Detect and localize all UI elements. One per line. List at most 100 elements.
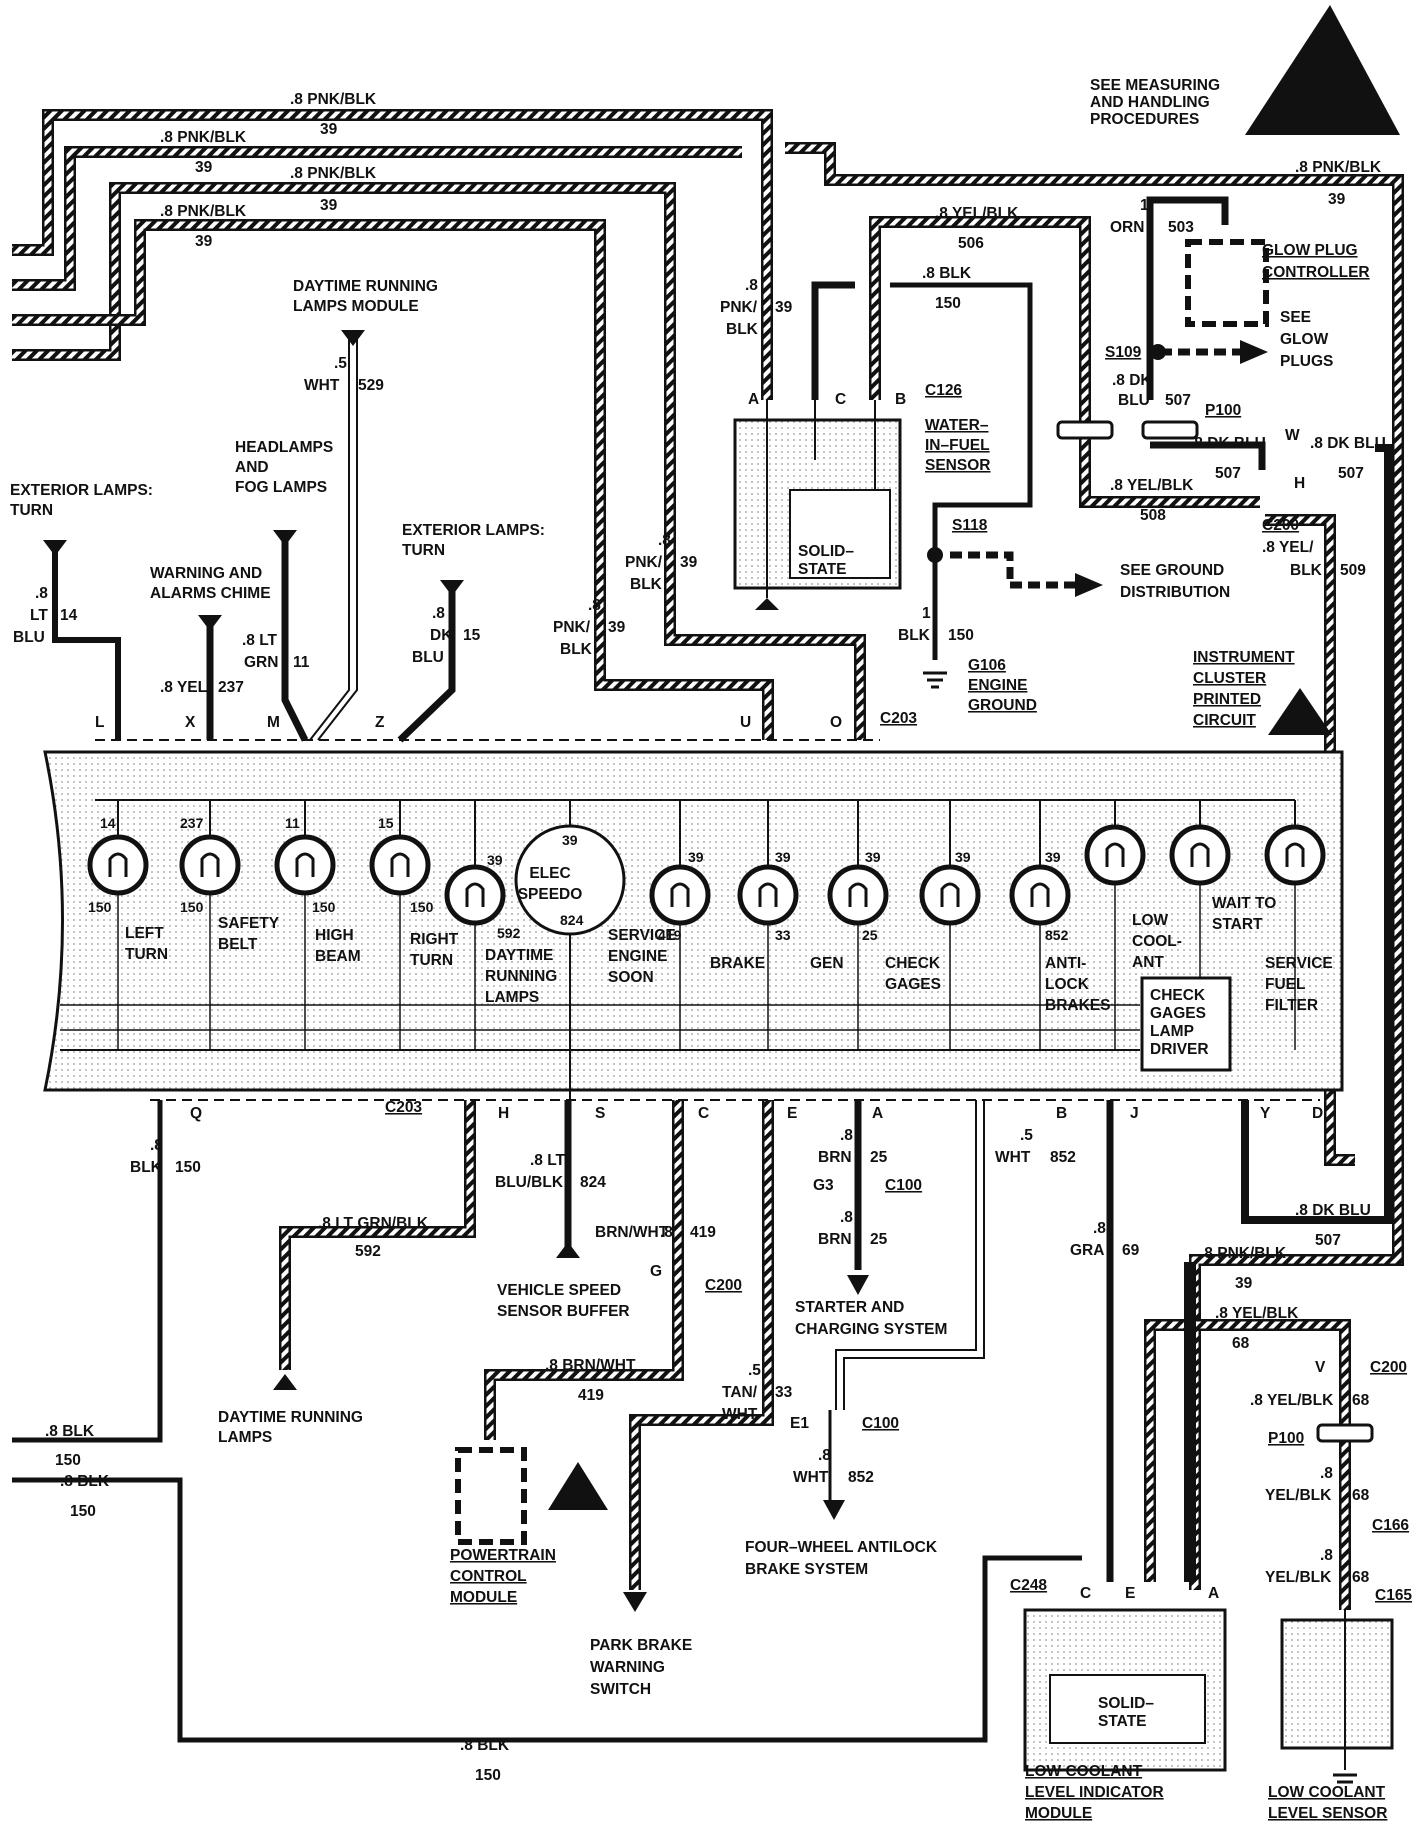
circuit-label: 507 bbox=[1215, 465, 1241, 482]
ipc-label: PRINTED bbox=[1193, 691, 1261, 708]
wire-label: BRN bbox=[818, 1149, 852, 1166]
wire-label: .8 bbox=[150, 1137, 163, 1154]
cluster-item-label: ANT bbox=[1132, 954, 1164, 971]
wire-label: .8 BLK bbox=[922, 265, 972, 282]
circuit-label: 25 bbox=[870, 1231, 888, 1248]
wire-label: .8 BLK bbox=[45, 1423, 95, 1440]
wire-label: .8 bbox=[432, 605, 445, 622]
cluster-item-label: ENGINE bbox=[608, 948, 667, 965]
c126-name-label: IN–FUEL bbox=[925, 437, 990, 454]
lcl-module-label: LOW COOLANT bbox=[1025, 1763, 1143, 1780]
cluster-item-label: TURN bbox=[125, 946, 168, 963]
pin-label: E1 bbox=[790, 1415, 809, 1432]
cluster-item-label: BRAKES bbox=[1045, 997, 1110, 1014]
c126-name-label: WATER– bbox=[925, 417, 989, 434]
ground-arrow-icon bbox=[1075, 573, 1103, 597]
pin-label: M bbox=[267, 714, 280, 731]
pin-label: B bbox=[895, 391, 906, 408]
wire-label: .8 YEL/BLK bbox=[1110, 477, 1194, 494]
bulb-icon bbox=[369, 834, 431, 896]
abs-label: BRAKE SYSTEM bbox=[745, 1561, 868, 1578]
wire-label: .8 bbox=[840, 1209, 853, 1226]
check-gages-driver-label: GAGES bbox=[1150, 1005, 1206, 1022]
wire-label: WHT bbox=[793, 1469, 829, 1486]
wire-label: .8 YEL/BLK bbox=[935, 205, 1019, 222]
wire-label: BLK bbox=[898, 627, 931, 644]
solid-state-label: STATE bbox=[798, 561, 847, 578]
park-brake-label: PARK BRAKE bbox=[590, 1637, 692, 1654]
bulb-circuit-label: 150 bbox=[312, 899, 336, 915]
see-glow-plugs-label: GLOW bbox=[1280, 331, 1329, 348]
bulb-filament bbox=[940, 882, 960, 907]
connector-label: C200 bbox=[1262, 517, 1299, 534]
bulb-circuit-label: 852 bbox=[1045, 927, 1069, 943]
bulb-filament bbox=[1285, 842, 1305, 867]
solid-state-label: STATE bbox=[1098, 1713, 1147, 1730]
circuit-label: 852 bbox=[1050, 1149, 1076, 1166]
c126-name-label: SENSOR bbox=[925, 457, 990, 474]
bulb-icon bbox=[1264, 824, 1326, 886]
connector-label: P100 bbox=[1268, 1430, 1304, 1447]
circuit-label: 824 bbox=[580, 1174, 606, 1191]
ipc-label: CIRCUIT bbox=[1193, 712, 1256, 729]
wire-label: .8 bbox=[745, 277, 758, 294]
circuit-label: 508 bbox=[1140, 507, 1166, 524]
solid-state-label: SOLID– bbox=[1098, 1695, 1154, 1712]
wire-label: BLK bbox=[726, 321, 759, 338]
bulb-filament bbox=[108, 852, 128, 877]
pin-label: C bbox=[1080, 1585, 1091, 1602]
pin-label: Q bbox=[190, 1105, 202, 1122]
bulb-icon bbox=[87, 834, 149, 896]
circuit-label: 69 bbox=[1122, 1242, 1140, 1259]
circuit-label: 419 bbox=[578, 1387, 604, 1404]
drl-module-wire bbox=[309, 335, 985, 1410]
bulb-circuit-label: 237 bbox=[180, 815, 204, 831]
cluster-item-label: SOON bbox=[608, 969, 654, 986]
pin-label: C bbox=[698, 1105, 709, 1122]
wire-label: PNK/ bbox=[720, 299, 758, 316]
bulb-circuit-label: 39 bbox=[775, 849, 791, 865]
bulb-filament bbox=[1105, 842, 1125, 867]
circuit-label: 39 bbox=[608, 619, 626, 636]
lcl-sensor-box bbox=[1280, 1610, 1394, 1770]
wire-label: .8 PNK/BLK bbox=[160, 129, 247, 146]
glow-arrow-icon bbox=[1240, 340, 1268, 364]
ext-turn-right-label: TURN bbox=[402, 542, 445, 559]
starter-label: CHARGING SYSTEM bbox=[795, 1321, 947, 1338]
wire-label: .8 bbox=[1320, 1465, 1333, 1482]
cluster-item-label: WAIT TO bbox=[1212, 895, 1276, 912]
bulb-icon bbox=[919, 864, 981, 926]
bulb-icon bbox=[444, 864, 506, 926]
starter-label: STARTER AND bbox=[795, 1299, 904, 1316]
elec-speedo bbox=[514, 800, 626, 1100]
circuit-label: 11 bbox=[293, 654, 310, 671]
wire-label: .5 bbox=[1020, 1127, 1033, 1144]
circuit-label: 25 bbox=[870, 1149, 888, 1166]
pin-label: A bbox=[1208, 1585, 1219, 1602]
cluster-item-label: BRAKE bbox=[710, 955, 765, 972]
circuit-label: 68 bbox=[1352, 1569, 1370, 1586]
circuit-label: 14 bbox=[60, 607, 78, 624]
bulb-circuit-label: 14 bbox=[100, 815, 116, 831]
circuit-label: 507 bbox=[1315, 1232, 1341, 1249]
cluster-item-label: SERVICE bbox=[608, 927, 676, 944]
drl-lamps-label: DAYTIME RUNNING bbox=[218, 1409, 363, 1426]
check-gages-driver-label: CHECK bbox=[1150, 987, 1206, 1004]
cluster-item-label: RIGHT bbox=[410, 931, 459, 948]
ipc-label: INSTRUMENT bbox=[1193, 649, 1295, 666]
bulb-filament bbox=[200, 852, 220, 877]
wire-label: .8 YEL/BLK bbox=[1215, 1305, 1299, 1322]
wire-label: ORN bbox=[1110, 219, 1144, 236]
ground-distribution-label: DISTRIBUTION bbox=[1120, 584, 1230, 601]
wire-label: PNK/ bbox=[553, 619, 591, 636]
bulb-circuit-label: 39 bbox=[865, 849, 881, 865]
bulb-icon bbox=[179, 834, 241, 896]
circuit-label: 529 bbox=[358, 377, 384, 394]
pin-label: D bbox=[1312, 1105, 1323, 1122]
headlamps-label: HEADLAMPS bbox=[235, 439, 333, 456]
wire-label: BLU bbox=[1118, 392, 1150, 409]
wire-label: .8 PNK/BLK bbox=[290, 165, 377, 182]
bulb-circuit-label: 824 bbox=[560, 912, 584, 928]
pin-label: Z bbox=[375, 714, 385, 731]
wire-label: WHT bbox=[722, 1406, 758, 1423]
